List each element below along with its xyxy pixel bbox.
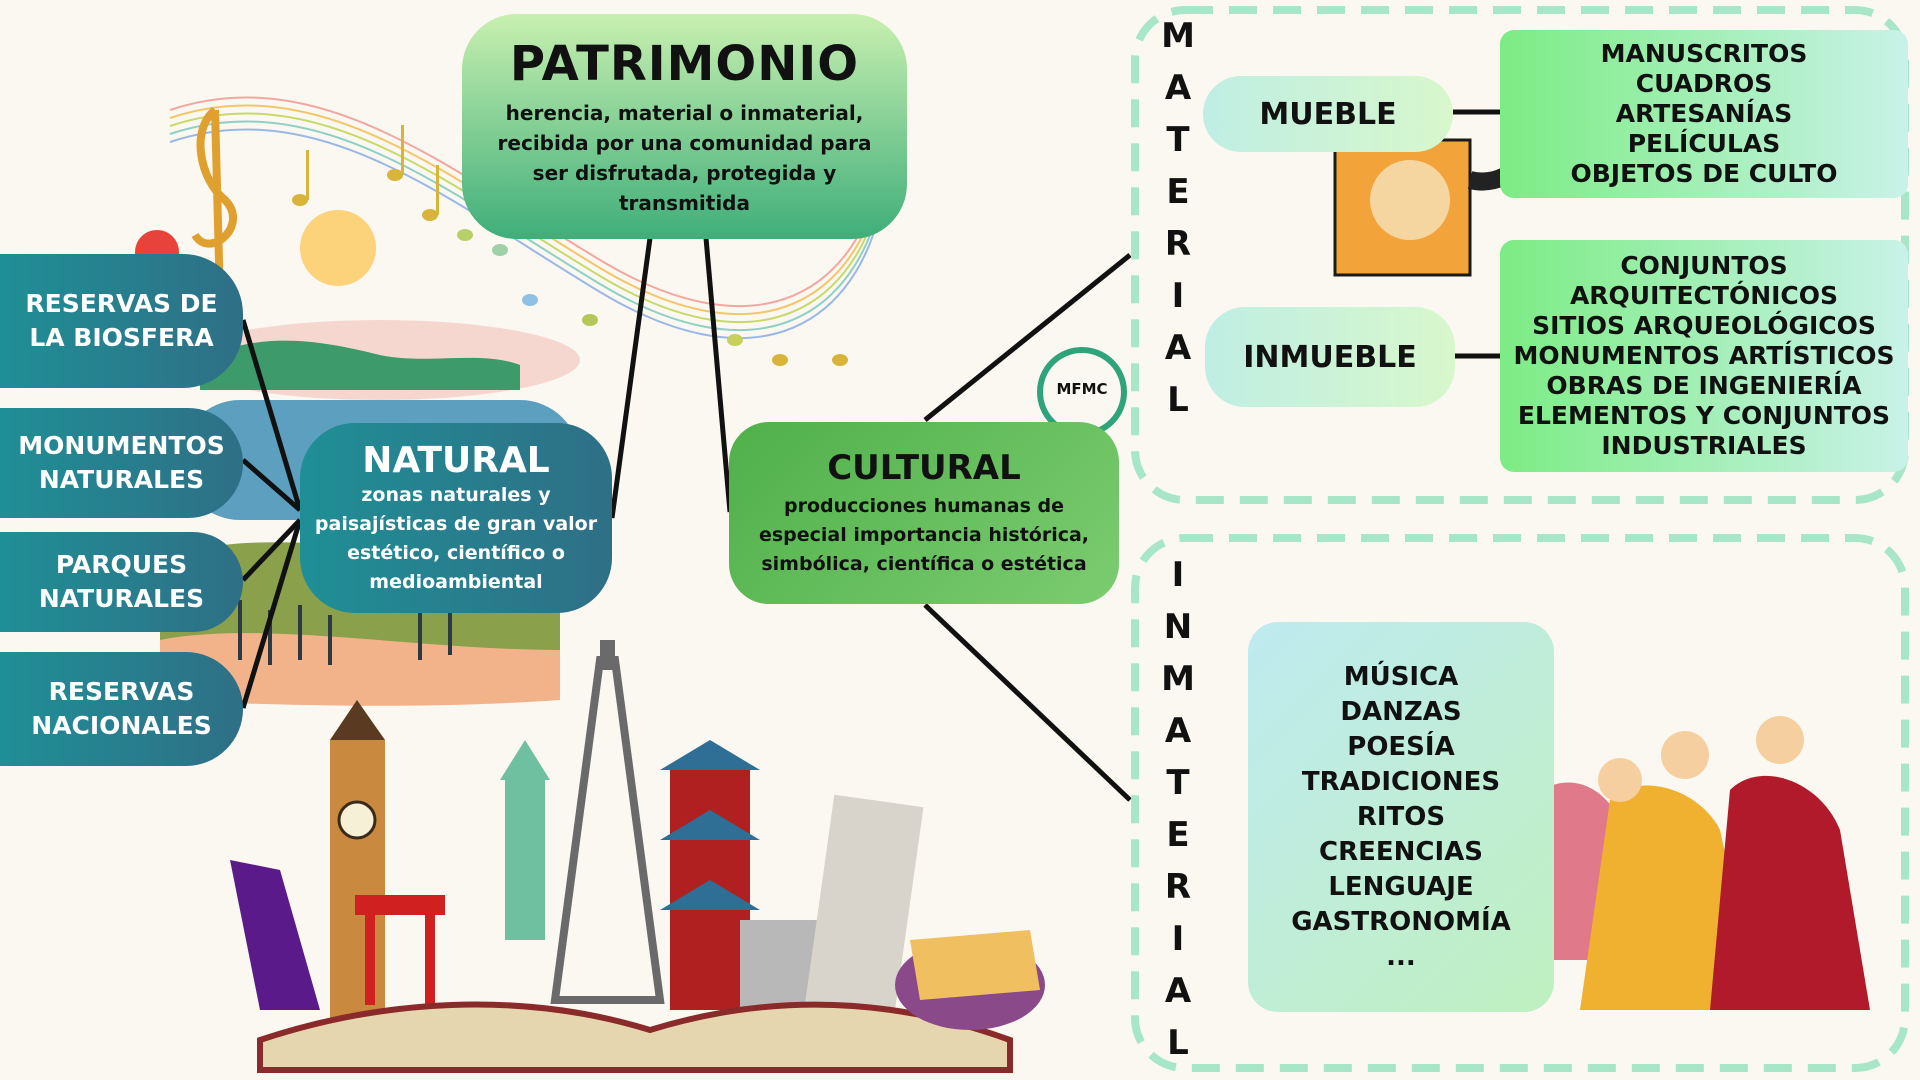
inmaterial-label: INMATERIAL	[1158, 555, 1198, 1075]
green-hills	[200, 340, 520, 390]
nazareno-figure-icon	[230, 860, 320, 1010]
material-label: MATERIAL	[1158, 16, 1198, 432]
music-staff-icon	[169, 96, 881, 339]
inmaterial-items-box: MÚSICA DANZAS POESÍA TRADICIONES RITOS C…	[1248, 622, 1554, 1012]
mueble-items-box: MANUSCRITOS CUADROS ARTESANÍAS PELÍCULAS…	[1500, 30, 1908, 198]
patrimonio-box: PATRIMONIO herencia, material o inmateri…	[462, 14, 907, 239]
music-notes-icon	[292, 125, 848, 366]
flamenco-dancers-illustration	[1510, 716, 1870, 1010]
cultural-title: CULTURAL	[827, 447, 1021, 488]
natural-item-reservas-biosfera: RESERVAS DE LA BIOSFERA	[0, 254, 243, 388]
natural-item-parques-naturales: PARQUES NATURALES	[0, 532, 243, 632]
natural-item-reservas-nacionales: RESERVAS NACIONALES	[0, 652, 243, 766]
pie-icon	[910, 930, 1040, 1000]
cultural-box: CULTURAL producciones humanas de especia…	[729, 422, 1119, 604]
open-book-icon	[257, 1001, 1013, 1073]
natural-description: zonas naturales y paisajísticas de gran …	[314, 483, 598, 593]
cultural-description: producciones humanas de especial importa…	[758, 494, 1090, 575]
logo-text: MFMC	[1056, 380, 1108, 398]
inmaterial-frame	[1131, 534, 1909, 1072]
natural-item-monumentos-naturales: MONUMENTOS NATURALES	[0, 408, 243, 518]
sun-icon	[300, 210, 376, 286]
connector-lines	[240, 109, 1500, 802]
painting-face-icon	[1370, 160, 1450, 240]
inmueble-items-box: CONJUNTOS ARQUITECTÓNICOS SITIOS ARQUEOL…	[1500, 240, 1908, 472]
mfmc-logo: MFMC	[1046, 380, 1118, 398]
mueble-box: MUEBLE	[1203, 76, 1453, 152]
patrimonio-title: PATRIMONIO	[509, 35, 860, 92]
world-monuments-illustration	[330, 640, 924, 1030]
inmueble-box: INMUEBLE	[1205, 307, 1455, 407]
patrimonio-description: herencia, material o inmaterial, recibid…	[497, 100, 872, 215]
natural-title: NATURAL	[362, 439, 550, 481]
natural-box: NATURAL zonas naturales y paisajísticas …	[300, 423, 612, 613]
